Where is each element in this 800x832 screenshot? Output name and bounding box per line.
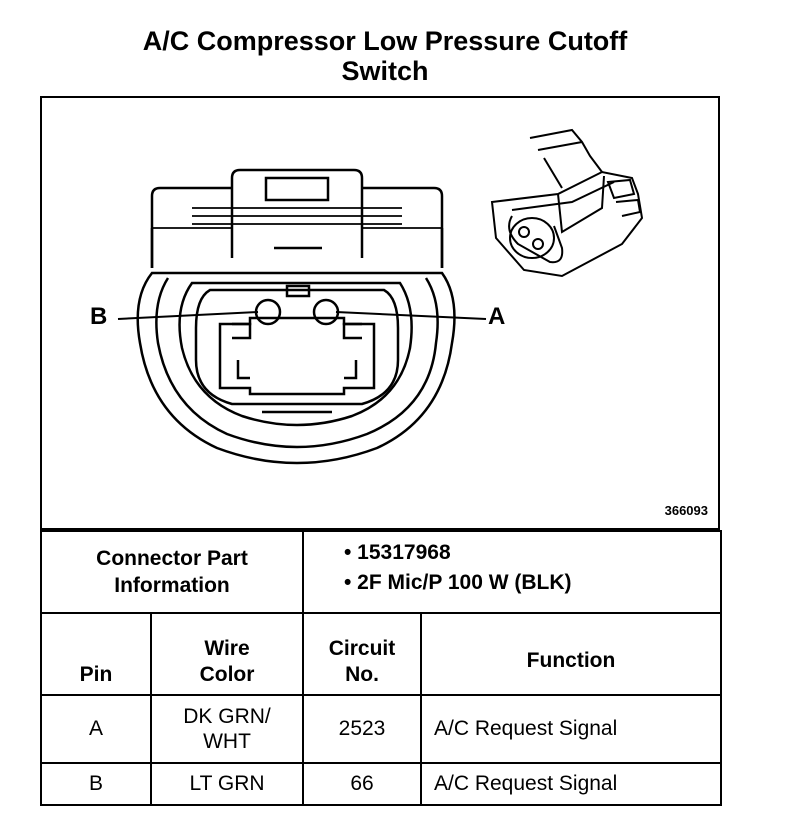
connector-face-drawing [117,128,644,465]
connector-info-label-line-1: Connector Part [96,547,248,570]
connector-pin-table: Connector Part Information • 15317968 • … [40,530,723,806]
diagram-title-line-2: Switch [341,56,429,86]
header-pin: Pin [40,612,152,696]
header-circuit-no: Circuit No. [302,612,422,696]
cell-function: A/C Request Signal [419,694,723,764]
table-header-row: Pin Wire Color Circuit No. Function [40,612,723,696]
connector-diagram-frame: B A 366093 [40,96,720,530]
connector-3d-view [490,128,644,278]
connector-part-number: • 15317968 [344,541,451,564]
header-wire-color: Wire Color [150,612,304,696]
cell-wire-color: DK GRN/ WHT [150,694,304,764]
connector-info-label: Connector Part Information [40,530,304,614]
table-row: A DK GRN/ WHT 2523 A/C Request Signal [40,694,723,764]
connector-info-label-line-2: Information [114,574,230,597]
table-row: B LT GRN 66 A/C Request Signal [40,762,723,806]
cell-circuit: 66 [302,762,422,806]
connector-info-values: • 15317968 • 2F Mic/P 100 W (BLK) [301,530,723,614]
connector-description: • 2F Mic/P 100 W (BLK) [344,571,572,594]
connector-info-row: Connector Part Information • 15317968 • … [40,530,723,614]
cell-pin: A [40,694,152,764]
pin-b-leader-line [117,311,259,320]
figure-number: 366093 [664,503,708,518]
cell-pin: B [40,762,152,806]
pin-a-label: A [488,303,506,330]
cell-circuit: 2523 [302,694,422,764]
diagram-title-line-1: A/C Compressor Low Pressure Cutoff [142,26,628,56]
header-function: Function [419,612,723,696]
pin-b-label: B [90,303,108,330]
cell-function: A/C Request Signal [419,762,723,806]
pin-a-leader-line [335,311,487,320]
connector-face [136,168,456,465]
cell-wire-color: LT GRN [150,762,304,806]
